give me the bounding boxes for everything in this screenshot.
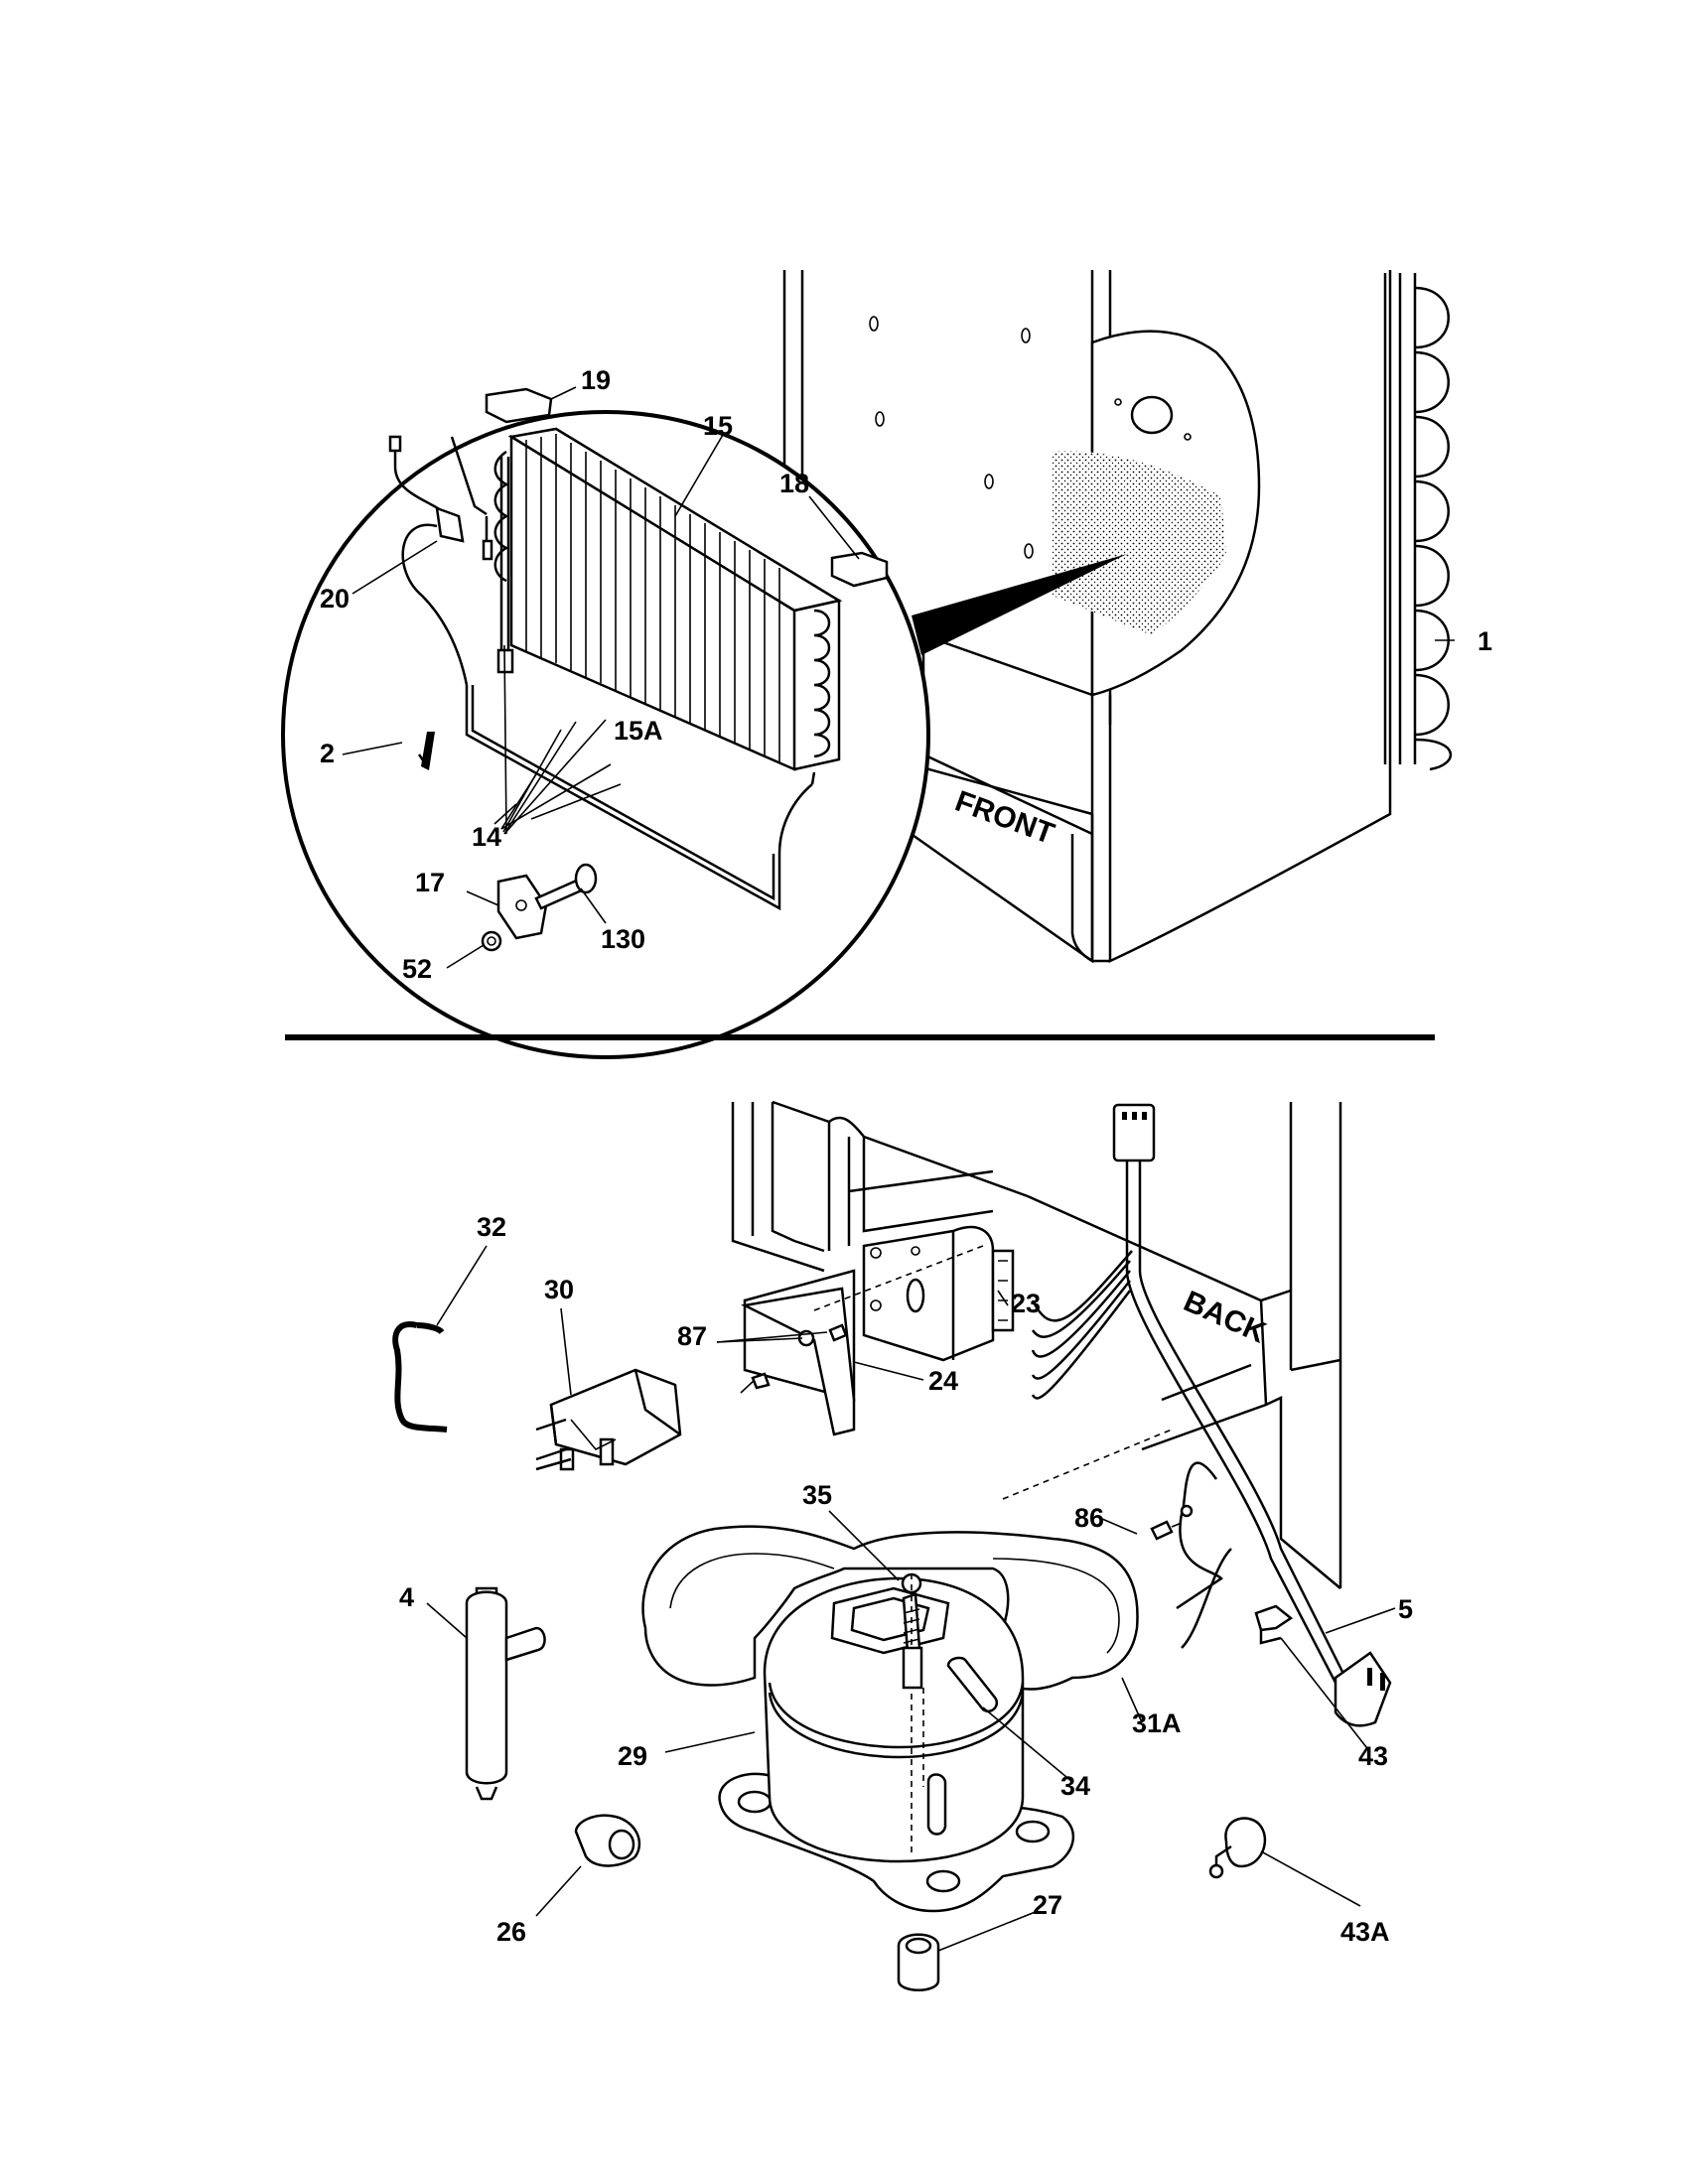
cabinet-bottom <box>731 1100 1342 1589</box>
label-15a: 15A <box>614 716 663 746</box>
condenser-coil <box>1383 273 1453 771</box>
part-labels-bottom: 32 30 87 23 24 35 86 4 5 31A 29 34 43 27… <box>399 1212 1413 1947</box>
label-87: 87 <box>677 1321 707 1351</box>
label-18: 18 <box>779 469 809 498</box>
label-2: 2 <box>320 739 335 768</box>
label-130: 130 <box>601 924 645 954</box>
cord-clips <box>1150 1520 1294 1879</box>
label-14: 14 <box>472 822 501 852</box>
label-32: 32 <box>477 1212 506 1242</box>
label-35: 35 <box>802 1480 832 1510</box>
label-1: 1 <box>1477 626 1492 656</box>
label-15: 15 <box>703 411 733 441</box>
label-86: 86 <box>1074 1503 1104 1533</box>
label-5: 5 <box>1398 1594 1413 1624</box>
evaporator-detail <box>281 387 930 1059</box>
label-24: 24 <box>928 1366 958 1396</box>
label-26: 26 <box>496 1917 526 1947</box>
label-34: 34 <box>1060 1771 1090 1801</box>
overload-wire <box>392 1321 448 1433</box>
part-labels-top: 19 15 18 20 15A 2 14 17 130 52 1 <box>320 365 1492 984</box>
detail-pointer <box>912 554 1127 655</box>
section-divider <box>285 1034 1435 1040</box>
relay <box>535 1368 682 1471</box>
cabinet-top <box>782 270 1392 964</box>
label-30: 30 <box>544 1275 574 1304</box>
compressor <box>641 1525 1139 1913</box>
label-20: 20 <box>320 584 350 614</box>
front-annotation: FRONT <box>951 785 1058 851</box>
label-4: 4 <box>399 1582 414 1612</box>
back-annotation: BACK <box>1179 1285 1271 1350</box>
leader-lines-top <box>342 386 1455 969</box>
grommets <box>574 1814 940 1991</box>
label-43: 43 <box>1358 1741 1388 1771</box>
leader-lines-bottom <box>426 1245 1396 1952</box>
label-29: 29 <box>618 1741 647 1771</box>
defrost-timer <box>740 1225 1015 1436</box>
label-19: 19 <box>581 365 611 395</box>
filter-drier <box>465 1586 546 1801</box>
label-43a: 43A <box>1340 1917 1390 1947</box>
label-52: 52 <box>402 954 432 984</box>
label-23: 23 <box>1011 1289 1041 1318</box>
label-31a: 31A <box>1132 1708 1182 1738</box>
power-cord <box>1031 1103 1392 1727</box>
label-27: 27 <box>1033 1890 1062 1920</box>
label-17: 17 <box>415 868 445 897</box>
